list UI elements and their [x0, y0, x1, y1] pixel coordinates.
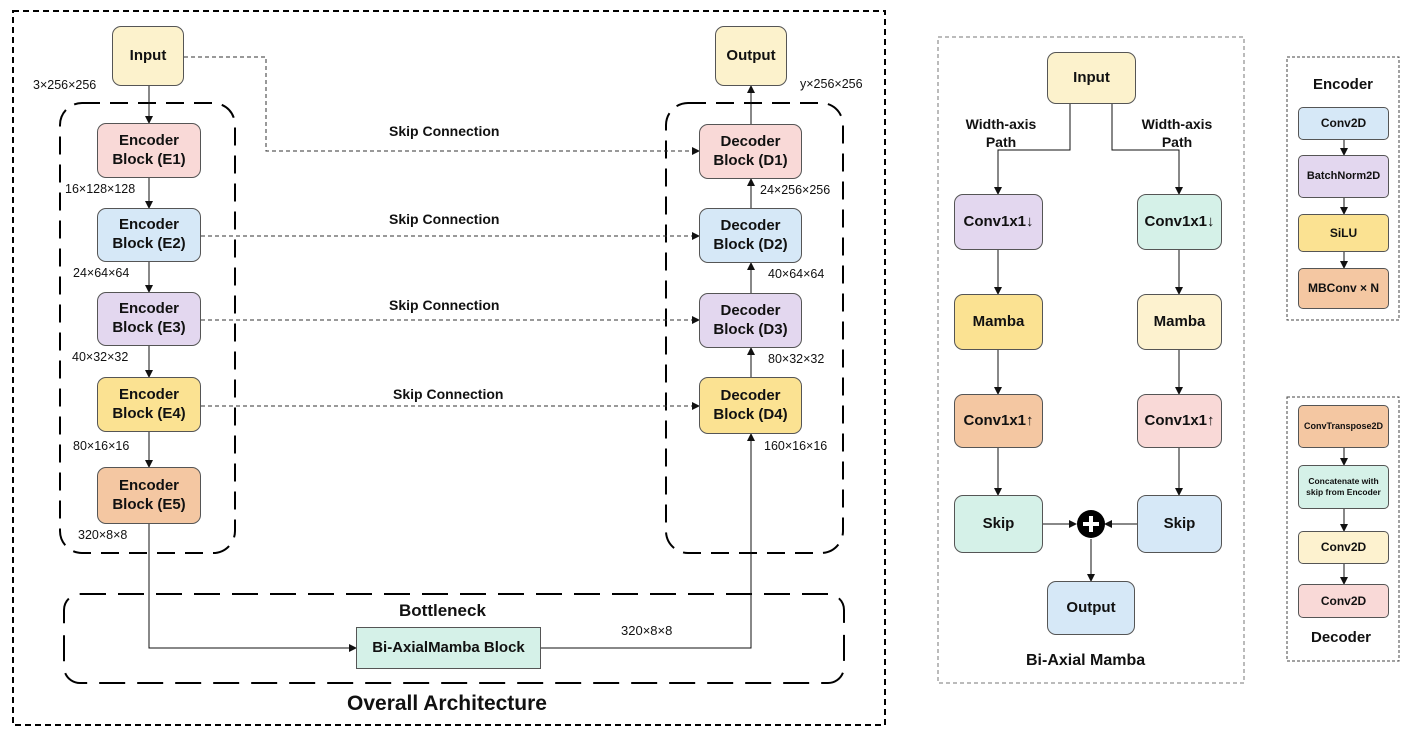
dec-legend-conv2d-2: Conv2D	[1298, 584, 1389, 618]
decoder-block-d3: Decoder Block (D3)	[699, 293, 802, 348]
encoder-block-e5: Encoder Block (E5)	[97, 467, 201, 524]
skip-connection-label-3: Skip Connection	[389, 297, 500, 313]
ba-input-node: Input	[1047, 52, 1136, 104]
decoder-block-d4: Decoder Block (D4)	[699, 377, 802, 434]
enc-legend-silu: SiLU	[1298, 214, 1389, 252]
encoder-block-e3: Encoder Block (E3)	[97, 292, 201, 346]
e4-out-dim-label: 80×16×16	[73, 439, 130, 453]
decoder-block-d2: Decoder Block (D2)	[699, 208, 802, 263]
bi-axial-mamba-block: Bi-AxialMamba Block	[356, 627, 541, 669]
ba-panel-title: Bi-Axial Mamba	[1026, 652, 1146, 669]
e3-out-dim-label: 40×32×32	[72, 350, 129, 364]
decoder-legend-border	[1286, 396, 1400, 662]
overall-architecture-title: Overall Architecture	[347, 692, 547, 715]
output-node: Output	[715, 26, 787, 86]
e1-out-dim-label: 16×128×128	[65, 182, 136, 196]
skip-arrow-input-d1	[184, 56, 700, 155]
ba-right-conv-down: Conv1x1↓	[1137, 194, 1222, 250]
encoder-group-region	[59, 102, 236, 554]
ba-right-path-label: Width-axis Path	[1141, 116, 1213, 151]
ba-output-node: Output	[1047, 581, 1135, 635]
d2-in-dim-label: 40×64×64	[768, 267, 825, 281]
ba-left-skip: Skip	[954, 495, 1043, 553]
decoder-block-d1: Decoder Block (D1)	[699, 124, 802, 179]
ba-left-path-label: Width-axis Path	[965, 116, 1037, 151]
encoder-block-e1: Encoder Block (E1)	[97, 123, 201, 178]
skip-connection-label-1: Skip Connection	[389, 123, 500, 139]
encoder-block-e2: Encoder Block (E2)	[97, 208, 201, 262]
encoder-legend-title: Encoder	[1313, 76, 1374, 93]
enc-legend-mbconv: MBConv × N	[1298, 268, 1389, 309]
bottleneck-region	[63, 593, 845, 684]
sum-icon	[1077, 510, 1105, 538]
bottleneck-out-dim-label: 320×8×8	[621, 623, 673, 638]
ba-right-conv-up: Conv1x1↑	[1137, 394, 1222, 448]
d4-in-dim-label: 160×16×16	[764, 439, 828, 453]
ba-left-mamba: Mamba	[954, 294, 1043, 350]
encoder-legend-border	[1286, 56, 1400, 321]
dec-legend-convtranspose2d: ConvTranspose2D	[1298, 405, 1389, 448]
dec-legend-concatenate: Concatenate with skip from Encoder	[1298, 465, 1389, 509]
e5-out-dim-label: 320×8×8	[78, 528, 128, 542]
d3-in-dim-label: 80×32×32	[768, 352, 825, 366]
ba-arrow-input-left	[994, 104, 1071, 195]
dec-legend-conv2d-1: Conv2D	[1298, 531, 1389, 564]
arrow-bottleneck-d4	[541, 433, 755, 649]
decoder-group-region	[665, 102, 844, 554]
enc-legend-conv2d: Conv2D	[1298, 107, 1389, 140]
output-dim-label: y×256×256	[800, 77, 863, 91]
enc-legend-batchnorm2d: BatchNorm2D	[1298, 155, 1389, 198]
ba-left-conv-up: Conv1x1↑	[954, 394, 1043, 448]
arrow-e5-bottleneck	[148, 524, 357, 652]
overall-panel-border	[12, 10, 886, 726]
input-node: Input	[112, 26, 184, 86]
skip-connection-label-4: Skip Connection	[393, 386, 504, 402]
d1-in-dim-label: 24×256×256	[760, 183, 831, 197]
encoder-block-e4: Encoder Block (E4)	[97, 377, 201, 432]
ba-left-conv-down: Conv1x1↓	[954, 194, 1043, 250]
input-dim-label: 3×256×256	[33, 78, 97, 92]
ba-right-skip: Skip	[1137, 495, 1222, 553]
skip-connection-label-2: Skip Connection	[389, 211, 500, 227]
bottleneck-label: Bottleneck	[399, 601, 486, 620]
decoder-legend-title: Decoder	[1311, 629, 1372, 646]
ba-arrow-input-right	[1111, 104, 1183, 195]
ba-right-mamba: Mamba	[1137, 294, 1222, 350]
e2-out-dim-label: 24×64×64	[73, 266, 130, 280]
